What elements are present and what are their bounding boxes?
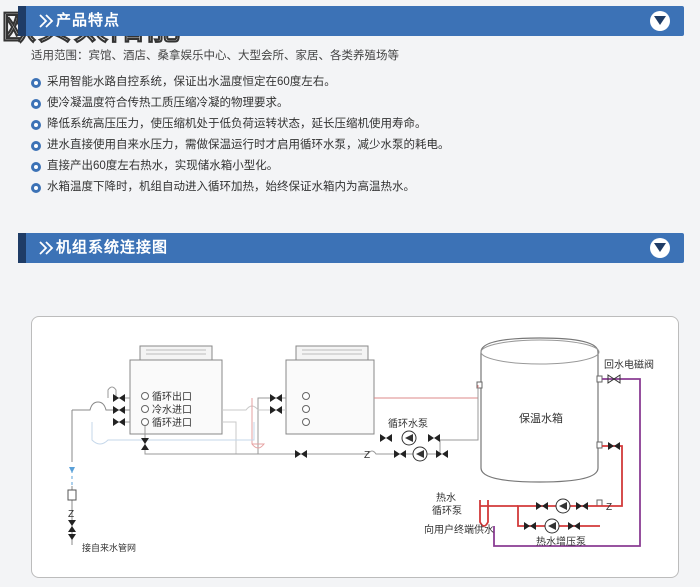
- bullet-icon: [31, 120, 41, 130]
- circulation-pump-label: 循环水泵: [388, 417, 428, 430]
- application-scope: 适用范围：宾馆、酒店、桑拿娱乐中心、大型会所、家居、各类养殖场等: [31, 50, 399, 62]
- feature-text: 降低系统高压压力，使压缩机处于低负荷运转状态，延长压缩机使用寿命。: [47, 118, 427, 130]
- bullet-icon: [31, 99, 41, 109]
- check-valve-label: Z: [606, 502, 612, 513]
- hot-water-pump-icon: [544, 498, 571, 534]
- hot-pump-label-line2: 循环泵: [432, 504, 462, 517]
- double-chevron-right-icon: [39, 14, 54, 28]
- check-valve-label: Z: [364, 450, 370, 461]
- section-accent: [18, 6, 26, 36]
- port-label-cold-water-in: 冷水进口: [152, 403, 192, 416]
- solenoid-valve-icon: [607, 374, 621, 384]
- list-item: 水箱温度下降时，机组自动进入循环加热，始终保证水箱内为高温热水。: [31, 177, 450, 198]
- heat-pump-unit-1: [129, 345, 223, 435]
- user-supply-label: 向用户终端供水: [424, 523, 494, 536]
- booster-pump-label: 热水增压泵: [536, 535, 586, 548]
- list-item: 降低系统高压压力，使压缩机处于低负荷运转状态，延长压缩机使用寿命。: [31, 114, 450, 135]
- bullet-icon: [31, 141, 41, 151]
- section-title: 机组系统连接图: [56, 239, 169, 256]
- bullet-icon: [31, 183, 41, 193]
- section-title: 产品特点: [56, 12, 121, 29]
- feature-text: 使冷凝温度符合传热工质压缩冷凝的物理要求。: [47, 97, 289, 109]
- double-chevron-right-icon: [39, 241, 54, 255]
- check-valve-label: Z: [68, 509, 74, 520]
- heat-pump-unit-2: [285, 345, 375, 435]
- collapse-toggle-button[interactable]: [650, 11, 670, 31]
- section-header-features[interactable]: 产品特点: [18, 6, 684, 36]
- triangle-down-icon: [654, 243, 666, 252]
- storage-tank: [476, 337, 603, 507]
- bullet-icon: [31, 78, 41, 88]
- list-item: 进水直接使用自来水压力，需做保温运行时才启用循环水泵，减少水泵的耗电。: [31, 135, 450, 156]
- section-header-diagram[interactable]: 机组系统连接图: [18, 233, 684, 263]
- feature-text: 采用智能水路自控系统，保证出水温度恒定在60度左右。: [47, 76, 336, 88]
- water-inlet-label: 接自来水管网: [82, 542, 136, 553]
- feature-text: 水箱温度下降时，机组自动进入循环加热，始终保证水箱内为高温热水。: [47, 181, 415, 193]
- hot-pump-label-line1: 热水: [436, 491, 456, 504]
- list-item: 直接产出60度左右热水，实现储水箱小型化。: [31, 156, 450, 177]
- port-label-circulation-out: 循环出口: [152, 390, 192, 403]
- feature-text: 直接产出60度左右热水，实现储水箱小型化。: [47, 160, 279, 172]
- list-item: 采用智能水路自控系统，保证出水温度恒定在60度左右。: [31, 72, 450, 93]
- filter-icon: [67, 489, 77, 501]
- valve-icon: [68, 394, 620, 540]
- collapse-toggle-button[interactable]: [650, 238, 670, 258]
- tank-label: 保温水箱: [519, 411, 563, 425]
- circulation-pump-icon: [401, 430, 428, 462]
- list-item: 使冷凝温度符合传热工质压缩冷凝的物理要求。: [31, 93, 450, 114]
- triangle-down-icon: [654, 16, 666, 25]
- port-label-circulation-in: 循环进口: [152, 416, 192, 429]
- return-valve-label: 回水电磁阀: [604, 358, 654, 371]
- feature-list: 采用智能水路自控系统，保证出水温度恒定在60度左右。 使冷凝温度符合传热工质压缩…: [31, 72, 450, 198]
- section-accent: [18, 233, 26, 263]
- feature-text: 进水直接使用自来水压力，需做保温运行时才启用循环水泵，减少水泵的耗电。: [47, 139, 450, 151]
- bullet-icon: [31, 162, 41, 172]
